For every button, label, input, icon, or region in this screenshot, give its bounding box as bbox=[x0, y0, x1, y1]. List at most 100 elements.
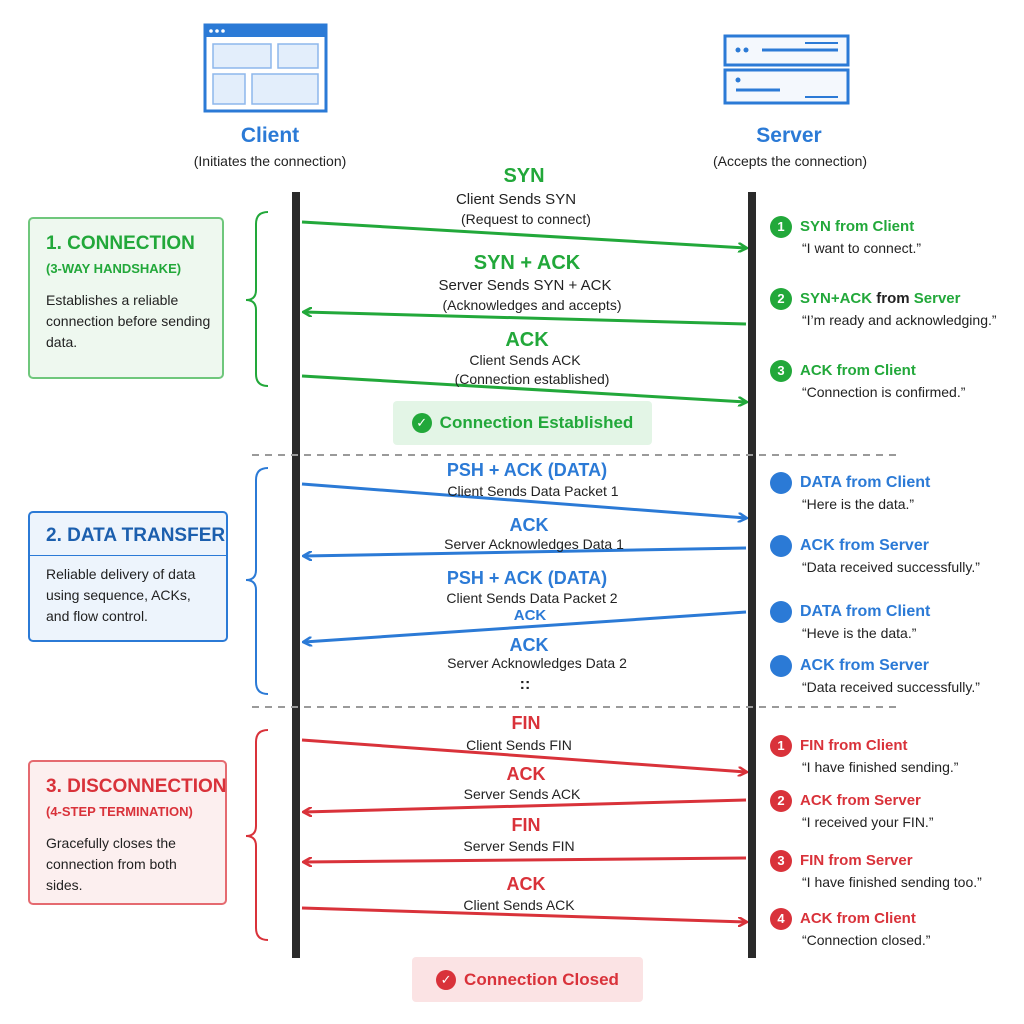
server-subtitle: (Accepts the connection) bbox=[712, 153, 868, 169]
data-packet-2-ack: ACK bbox=[513, 607, 547, 624]
step-number: 3 bbox=[770, 360, 792, 382]
annotation-type: DATA bbox=[800, 603, 842, 621]
annotation-from: from bbox=[824, 737, 866, 755]
annotation-data-2: DATA from Client “Heve is the data.” bbox=[770, 601, 930, 641]
phase-disconnection-box: 3. DISCONNECTION (4-STEP TERMINATION) Gr… bbox=[28, 760, 227, 905]
server-title: Server bbox=[756, 124, 822, 147]
phase-title: 2. DATA TRANSFER bbox=[46, 525, 226, 546]
syn-line: Client Sends SYN bbox=[455, 191, 577, 208]
server-icon bbox=[723, 34, 850, 105]
fin-client-line: Client Sends FIN bbox=[466, 737, 572, 753]
check-icon: ✓ bbox=[411, 413, 432, 433]
continuation-dots: :: bbox=[519, 676, 531, 693]
annotation-from: from bbox=[872, 290, 914, 308]
syn-arrow bbox=[301, 220, 746, 248]
client-subtitle: (Initiates the connection) bbox=[193, 153, 347, 169]
check-icon: ✓ bbox=[436, 969, 457, 990]
syn-note: (Request to connect) bbox=[461, 211, 591, 227]
ack-server-arrow bbox=[304, 798, 747, 812]
annotation-data-1: DATA from Client “Here is the data.” bbox=[770, 472, 930, 512]
annotation-quote: “I’m ready and acknowledging.” bbox=[802, 312, 997, 328]
annotation-type: ACK bbox=[800, 657, 835, 675]
annotation-from: from bbox=[832, 362, 875, 380]
phase-description: Reliable delivery of data using sequence… bbox=[46, 566, 196, 624]
step-number: 3 bbox=[770, 850, 792, 872]
bullet-icon bbox=[770, 535, 792, 557]
step-number: 4 bbox=[770, 908, 792, 930]
step-number: 1 bbox=[770, 216, 792, 238]
ack-line: Client Sends ACK bbox=[469, 352, 581, 368]
data-packet-1-label: PSH + ACK (DATA) bbox=[446, 460, 608, 480]
annotation-from: from bbox=[834, 657, 880, 675]
annotation-sender: Server bbox=[913, 290, 961, 308]
annotation-quote: “I have finished sending too.” bbox=[802, 874, 982, 890]
annotation-sender: Client bbox=[885, 474, 931, 492]
annotation-sender: Client bbox=[874, 910, 916, 928]
phase-description: Establishes a reliable connection before… bbox=[46, 292, 211, 350]
ack-client-arrow bbox=[301, 906, 746, 922]
connection-closed-text: Connection Closed bbox=[464, 969, 619, 989]
annotation-quote: “Here is the data.” bbox=[802, 496, 915, 512]
phase-description: Gracefully closes the connection from bo… bbox=[46, 835, 177, 893]
fin-server-line: Server Sends FIN bbox=[463, 838, 575, 854]
data-packet-1-line: Client Sends Data Packet 1 bbox=[447, 483, 619, 499]
data-packet-2-line: Client Sends Data Packet 2 bbox=[446, 590, 618, 606]
step-number: 2 bbox=[770, 790, 792, 812]
annotation-from: from bbox=[841, 603, 886, 621]
syn-label: SYN bbox=[503, 165, 545, 187]
annotation-from: from bbox=[832, 792, 875, 810]
annotation-type: FIN bbox=[800, 852, 825, 870]
ack-data-2-label: ACK bbox=[509, 635, 549, 655]
phase-title: 1. CONNECTION bbox=[46, 233, 195, 254]
annotation-quote: “Connection is confirmed.” bbox=[802, 384, 966, 400]
ack-client-line: Client Sends ACK bbox=[463, 897, 575, 913]
annotation-sender: Client bbox=[874, 362, 916, 380]
annotation-from: from bbox=[824, 852, 866, 870]
annotation-type: ACK bbox=[800, 362, 833, 380]
phase-data-transfer-box: 2. DATA TRANSFER Reliable delivery of da… bbox=[28, 511, 228, 642]
syn-ack-line: Server Sends SYN + ACK bbox=[438, 277, 612, 294]
phase-subtitle: (3-WAY HANDSHAKE) bbox=[46, 261, 182, 276]
bullet-icon bbox=[770, 601, 792, 623]
data-packet-2-arrow bbox=[304, 610, 747, 642]
annotation-type: ACK bbox=[800, 537, 835, 555]
data-packet-2-label: PSH + ACK (DATA) bbox=[446, 568, 608, 588]
annotation-quote: “Connection closed.” bbox=[802, 932, 931, 948]
bullet-icon bbox=[770, 472, 792, 494]
annotation-sender: Server bbox=[879, 657, 929, 675]
annotation-from: from bbox=[830, 218, 873, 236]
annotation-type: FIN bbox=[800, 737, 825, 755]
bullet-icon bbox=[770, 655, 792, 677]
disconnection-brace bbox=[245, 729, 269, 941]
syn-ack-note: (Acknowledges and accepts) bbox=[442, 297, 622, 313]
fin-client-arrow bbox=[301, 738, 746, 772]
annotation-quote: “Data received successfully.” bbox=[802, 559, 980, 575]
fin-server-arrow bbox=[304, 856, 747, 862]
ack-data-1-line: Server Acknowledges Data 1 bbox=[444, 536, 624, 552]
ack-note: (Connection established) bbox=[454, 371, 610, 387]
fin-server-label: FIN bbox=[511, 815, 541, 835]
annotation-ack: 3 ACK from Client “Connection is confirme… bbox=[770, 360, 965, 400]
data-transfer-brace bbox=[245, 467, 269, 695]
annotation-type: SYN bbox=[800, 218, 831, 236]
step-number: 1 bbox=[770, 735, 792, 757]
annotation-type: SYN+ACK bbox=[800, 290, 873, 308]
annotation-quote: “Heve is the data.” bbox=[802, 625, 917, 641]
phase-connection-box: 1. CONNECTION (3-WAY HANDSHAKE) Establis… bbox=[28, 217, 224, 379]
step-number: 2 bbox=[770, 288, 792, 310]
annotation-ack-data-1: ACK from Server “Data received successfu… bbox=[770, 535, 980, 575]
syn-ack-label: SYN + ACK bbox=[473, 252, 581, 274]
ack-data-1-label: ACK bbox=[509, 515, 549, 535]
client-window-icon bbox=[203, 23, 328, 113]
ack-data-1-arrow bbox=[304, 546, 747, 556]
annotation-quote: “Data received successfully.” bbox=[802, 679, 980, 695]
ack-server-label: ACK bbox=[506, 764, 546, 784]
client-title: Client bbox=[240, 124, 300, 147]
annotation-sender: Client bbox=[885, 603, 931, 621]
connection-brace bbox=[245, 211, 269, 387]
annotation-syn-ack: 2 SYN+ACK from Server “I’m ready and ackn… bbox=[770, 288, 997, 328]
